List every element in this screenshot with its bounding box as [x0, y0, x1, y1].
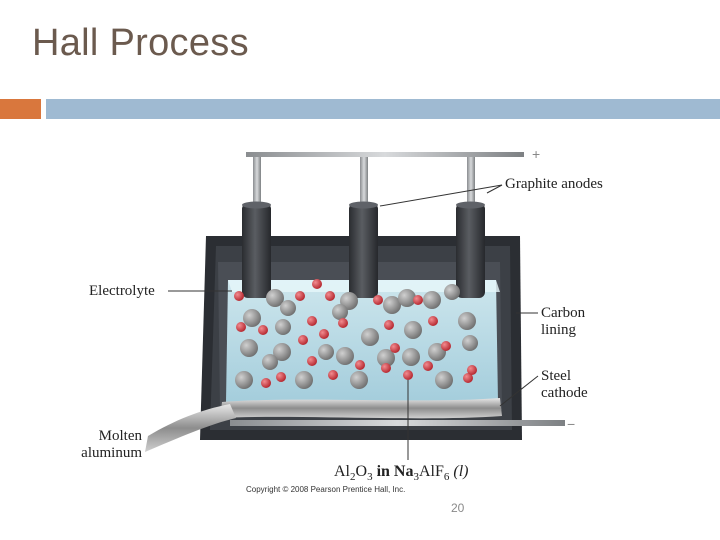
steel-cathode-bar — [230, 420, 565, 426]
formula-part: O — [355, 463, 368, 480]
ions — [234, 279, 478, 389]
formula-subscript: 3 — [367, 471, 373, 484]
graphite-anode — [456, 203, 485, 298]
label-carbon-lining-line1: Carbon — [541, 305, 586, 321]
page-number: 20 — [451, 501, 465, 515]
molten-aluminum-outflow — [145, 404, 236, 452]
formula-part: AlF — [418, 463, 444, 480]
formula-part: in Na — [372, 463, 414, 480]
label-molten-aluminum-line1: Molten — [98, 428, 142, 444]
label-steel-cathode: Steel cathode — [541, 368, 588, 402]
anode-rod — [253, 157, 261, 205]
label-electrolyte: Electrolyte — [89, 283, 155, 299]
label-molten-aluminum: Molten aluminum — [64, 428, 142, 462]
bus-bar — [246, 152, 524, 157]
formula-subscript: 3 — [413, 471, 419, 484]
formula-subscript: 2 — [350, 471, 356, 484]
anode-rod — [360, 157, 368, 205]
formula-subscript: 6 — [443, 471, 450, 484]
label-carbon-lining-line2: lining — [541, 322, 577, 338]
anode-rod — [467, 157, 475, 205]
label-graphite-anodes: Graphite anodes — [505, 176, 603, 192]
label-steel-cathode-line2: cathode — [541, 385, 588, 401]
copyright-notice: Copyright © 2008 Pearson Prentice Hall, … — [246, 485, 406, 494]
negative-terminal-sign: − — [567, 416, 576, 432]
accent-bar-orange — [0, 99, 41, 119]
formula-state: (l) — [449, 463, 469, 480]
positive-terminal-sign: + — [532, 146, 541, 162]
label-carbon-lining: Carbon lining — [541, 305, 585, 339]
electrolyte-formula: Al2O3 in Na3AlF6 (l) — [334, 463, 468, 483]
graphite-anode — [349, 203, 378, 298]
molten-aluminum-layer — [220, 398, 502, 419]
label-molten-aluminum-line2: aluminum — [81, 445, 142, 461]
label-steel-cathode-line1: Steel — [541, 368, 571, 384]
slide-title: Hall Process — [32, 22, 249, 64]
leader-lines — [168, 184, 539, 460]
graphite-anode — [242, 203, 271, 298]
formula-part: Al — [334, 463, 350, 480]
accent-bar-blue — [46, 99, 720, 119]
